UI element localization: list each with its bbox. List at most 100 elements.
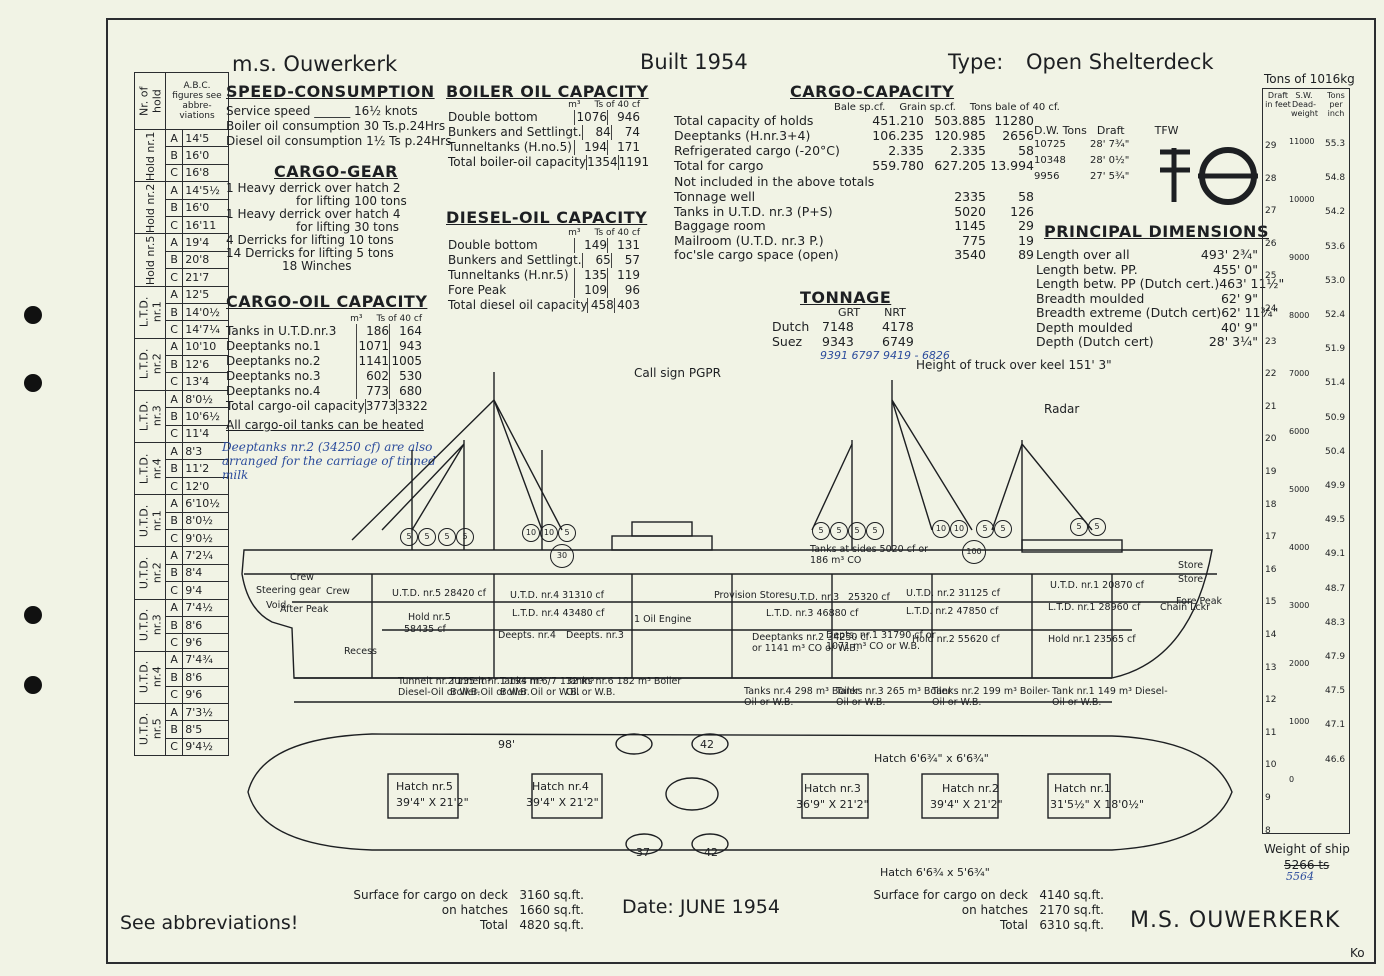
row-value: 96 bbox=[607, 283, 640, 298]
abc-value: 13'4 bbox=[182, 372, 229, 391]
scale-draft: 25 bbox=[1265, 271, 1277, 282]
row-value: 775 bbox=[962, 232, 986, 248]
hold-name: U.T.D. nr.3 bbox=[134, 599, 166, 652]
ship-compartment-label: Deepts. nr.3 bbox=[566, 630, 624, 641]
date-label: Date: JUNE 1954 bbox=[622, 896, 780, 918]
speed-line: Boiler oil consumption 30 Ts.p.24Hrs bbox=[226, 119, 446, 133]
scale-col-header: Tons per inch bbox=[1327, 91, 1345, 118]
ship-compartment-label: Hold nr.2 55620 cf bbox=[912, 634, 1000, 645]
abc-value: 8'0½ bbox=[182, 511, 229, 530]
derrick-load-circle: 5 bbox=[976, 520, 994, 538]
row-label: Tunneltanks (H.no.5) bbox=[448, 140, 572, 154]
abc-figures-table: Nr. of hold A.B.C. figures see abbre- vi… bbox=[134, 72, 229, 757]
scale-dw: 9000 bbox=[1289, 253, 1310, 262]
derrick-load-circle: 5 bbox=[400, 528, 418, 546]
ship-compartment-label: Hold nr.1 23565 cf bbox=[1048, 634, 1136, 645]
dim-value: 62' 9" bbox=[1220, 290, 1258, 306]
call-sign: Call sign PGPR bbox=[634, 366, 721, 380]
scale-tpi: 48.3 bbox=[1325, 617, 1346, 628]
abc-letter: A bbox=[164, 233, 184, 252]
scale-dw: 4000 bbox=[1289, 543, 1310, 552]
scale-draft: 16 bbox=[1265, 564, 1277, 575]
row-label: Deeptanks no.1 bbox=[226, 339, 321, 353]
row-value: 602 bbox=[356, 369, 389, 384]
abc-value: 9'6 bbox=[182, 685, 229, 704]
row-value: 11280 bbox=[994, 113, 1034, 128]
derrick-load-circle: 5 bbox=[456, 528, 474, 546]
row-label: Fore Peak bbox=[448, 283, 507, 297]
abc-value: 14'5 bbox=[182, 128, 229, 148]
dim-value: 455' 0" bbox=[1213, 261, 1258, 277]
row-value: 106.235 bbox=[872, 128, 924, 143]
dim-label: Depth moulded bbox=[1036, 319, 1133, 335]
abc-letter: C bbox=[164, 163, 184, 183]
row-value: 126 bbox=[1010, 203, 1034, 219]
ship-compartment-label: Crew bbox=[326, 586, 350, 597]
row-value: 458 bbox=[587, 298, 614, 313]
abc-letter: B bbox=[164, 302, 184, 322]
abc-value: 7'2¼ bbox=[182, 546, 229, 565]
surface-label: Surface for cargo on deck bbox=[873, 888, 1028, 902]
radar-label: Radar bbox=[1044, 402, 1080, 416]
abc-value: 8'5 bbox=[182, 720, 229, 739]
scale-dw: 11000 bbox=[1289, 137, 1315, 146]
derrick-load-circle: 5 bbox=[994, 520, 1012, 538]
scale-dw: 10000 bbox=[1289, 195, 1315, 204]
derrick-load-circle: 30 bbox=[550, 544, 574, 568]
plan-label: Hatch nr.3 bbox=[804, 782, 861, 795]
derrick-load-circle: 5 bbox=[1070, 518, 1088, 536]
plan-label: 37 bbox=[636, 846, 650, 859]
cargo-oil-note: All cargo-oil tanks can be heated bbox=[226, 418, 424, 432]
dim-row: Length betw. PP.455' 0" bbox=[1036, 261, 1258, 278]
abc-letter: C bbox=[164, 320, 184, 339]
unit: m³ bbox=[568, 100, 581, 110]
row-value: 2335 bbox=[954, 189, 986, 204]
dim-label: Depth (Dutch cert) bbox=[1036, 334, 1154, 349]
abc-value: 7'3½ bbox=[182, 702, 229, 722]
row-label: Total boiler-oil capacity bbox=[448, 155, 587, 169]
scale-draft: 17 bbox=[1265, 532, 1277, 543]
abc-letter: B bbox=[164, 459, 184, 478]
abc-value: 10'10 bbox=[182, 337, 229, 357]
row-value: 13.994 bbox=[990, 158, 1034, 173]
ship-compartment-label: Tanks at sides 5020 cf or 186 m³ CO bbox=[810, 544, 929, 566]
ship-compartment-label: Tanks nr.3 265 m³ Boiler Oil or W.B. bbox=[836, 686, 952, 708]
row-value: 119 bbox=[607, 268, 640, 283]
scale-tpi: 53.6 bbox=[1325, 241, 1346, 252]
abc-value: 8'4 bbox=[182, 563, 229, 583]
scale-draft: 29 bbox=[1265, 141, 1277, 151]
scale-draft: 23 bbox=[1265, 336, 1277, 347]
ship-compartment-label: Hold nr.5 bbox=[408, 612, 451, 623]
row-value: 89 bbox=[1018, 247, 1034, 262]
scale-draft: 28 bbox=[1265, 173, 1277, 184]
scale-title: Tons of 1016kg bbox=[1264, 72, 1355, 86]
scale-col-header: S.W. Dead-weight bbox=[1291, 91, 1318, 118]
dim-label: Breadth extreme (Dutch cert) bbox=[1036, 305, 1222, 320]
plan-label: 39'4" X 21'2" bbox=[396, 796, 469, 809]
abc-letter: C bbox=[164, 372, 184, 391]
tonnage-cell: 9343 bbox=[822, 334, 854, 349]
abc-letter: B bbox=[164, 198, 184, 217]
ship-compartment-label: 1 Oil Engine bbox=[634, 614, 692, 625]
hold-name: U.T.D. nr.1 bbox=[134, 494, 166, 547]
derrick-load-circle: 10 bbox=[540, 524, 558, 542]
abc-letter: C bbox=[164, 215, 184, 235]
scale-draft: 8 bbox=[1265, 825, 1271, 836]
ship-compartment-label: Provision Stores bbox=[714, 590, 790, 601]
abc-value: 14'0½ bbox=[182, 302, 229, 322]
abc-value: 11'2 bbox=[182, 459, 229, 478]
hold-name: L.T.D. nr.2 bbox=[134, 338, 166, 391]
ship-compartment-label: Tunnelt nr.2 135 m³ Diesel-Oil or W.B. bbox=[398, 676, 492, 698]
scale-draft: 18 bbox=[1265, 499, 1277, 510]
derrick-load-circle: 5 bbox=[866, 522, 884, 540]
row-value: 3773 bbox=[364, 399, 397, 414]
ship-compartment-label: Void bbox=[266, 600, 287, 611]
row-value: 74 bbox=[610, 125, 640, 140]
